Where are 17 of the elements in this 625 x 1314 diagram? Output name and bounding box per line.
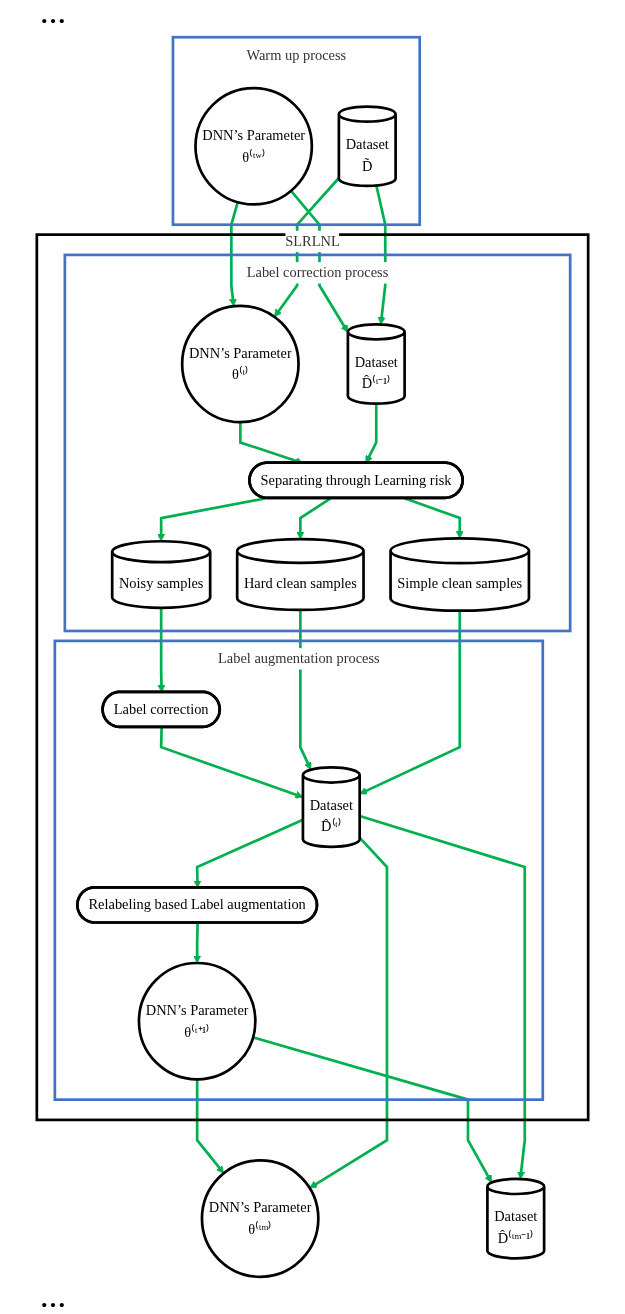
arrow bbox=[157, 496, 267, 542]
arrow bbox=[359, 610, 462, 795]
node-circle: DNN’s Parameter θ⁽ᵗ⁺¹⁾ bbox=[137, 961, 257, 1081]
node-circle: DNN’s Parameter θ⁽ᵗ⁾ bbox=[180, 304, 300, 424]
arrow bbox=[252, 1036, 492, 1183]
arrow bbox=[309, 836, 389, 1189]
arrow bbox=[195, 1079, 225, 1174]
node-circle: DNN’s Parameter θ⁽ᵗʷ⁾ bbox=[194, 86, 314, 206]
arrow bbox=[359, 814, 527, 1180]
ellipsis-label: … bbox=[39, 1284, 67, 1314]
arrow bbox=[228, 201, 240, 307]
ellipsis-label: … bbox=[39, 0, 67, 30]
arrow bbox=[159, 727, 304, 799]
arrow bbox=[193, 922, 202, 964]
node-circle: DNN’s Parameter θ⁽ᵗᵐ⁾ bbox=[200, 1159, 320, 1279]
arrow bbox=[404, 497, 464, 539]
arrow bbox=[296, 497, 332, 540]
